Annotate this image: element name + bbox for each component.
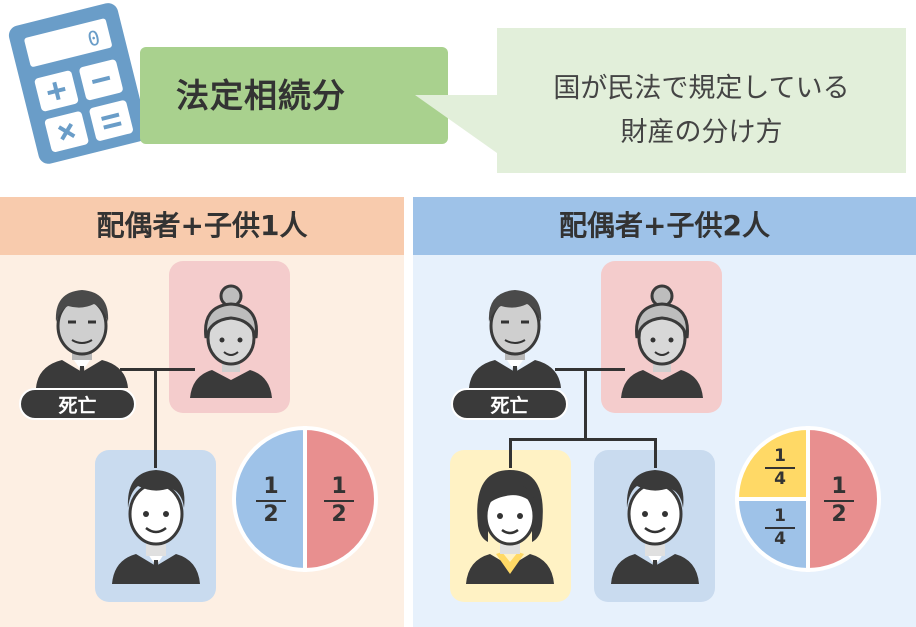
pie-slice-spouse	[303, 425, 378, 573]
child-son-icon	[112, 470, 200, 584]
child-son-icon	[611, 470, 699, 584]
panel-title: 配偶者+子供2人	[559, 209, 770, 242]
connector-line	[555, 368, 625, 371]
pie-slice-daughter	[734, 425, 810, 501]
deceased-husband-icon	[36, 290, 128, 390]
spouse-wife-icon	[190, 284, 272, 398]
child-daughter-icon	[466, 470, 554, 584]
deceased-badge: 死亡	[19, 388, 136, 420]
pie-slice-spouse	[806, 425, 881, 573]
calculator-display: 0	[85, 25, 102, 51]
connector-line	[154, 368, 157, 468]
definition-line-1: 国が民法で規定している	[553, 73, 850, 104]
pie-slice-child	[232, 425, 307, 573]
spouse-wife-icon	[621, 284, 703, 398]
page-title: 法定相続分	[176, 76, 346, 115]
panel-title: 配偶者+子供1人	[96, 209, 308, 242]
connector-line	[509, 438, 512, 468]
panel-header: 配偶者+子供2人	[413, 197, 916, 255]
definition-line-2: 財産の分け方	[620, 117, 783, 148]
connector-line	[654, 438, 657, 468]
connector-line	[120, 368, 195, 371]
panel-header: 配偶者+子供1人	[0, 197, 404, 255]
calculator-icon: 0	[8, 3, 148, 164]
deceased-badge: 死亡	[451, 388, 568, 420]
deceased-husband-icon	[469, 290, 561, 390]
title-bubble: 法定相続分	[140, 47, 448, 144]
pie-chart	[232, 425, 378, 573]
bubble-tail	[415, 95, 497, 153]
pie-chart	[734, 425, 881, 573]
connector-line	[584, 368, 587, 440]
connector-line	[509, 438, 657, 441]
definition-bubble: 国が民法で規定している 財産の分け方	[497, 28, 906, 173]
pie-slice-son	[734, 497, 810, 573]
